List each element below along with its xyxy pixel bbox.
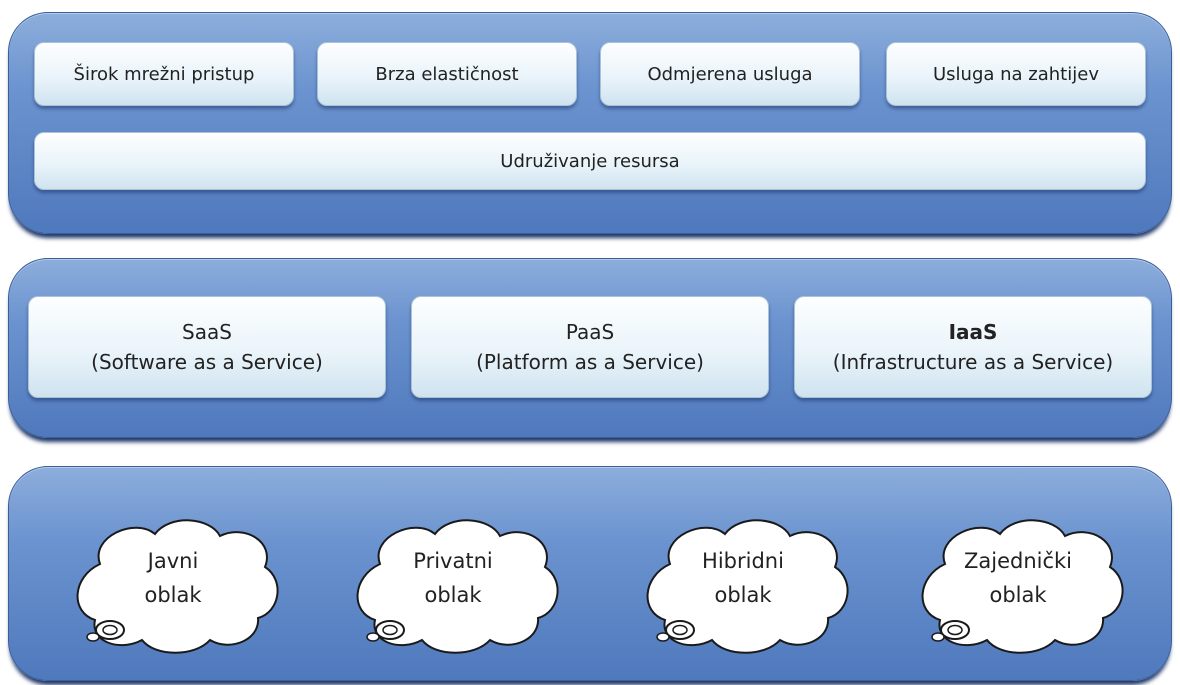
characteristic-on-demand-service: Usluga na zahtijev: [886, 42, 1146, 106]
cloud-label-line2: oblak: [424, 583, 482, 607]
service-model-paas: PaaS (Platform as a Service): [411, 296, 769, 398]
cloud-label: Hibridni oblak: [668, 544, 818, 612]
characteristic-measured-service: Odmjerena usluga: [600, 42, 860, 106]
cloud-label-line1: Hibridni: [702, 549, 784, 573]
resource-pooling-label: Udruživanje resursa: [500, 150, 680, 172]
deployment-model-private: Privatni oblak: [340, 512, 570, 662]
cloud-label: Javni oblak: [98, 544, 248, 612]
cloud-label: Zajednički oblak: [943, 544, 1093, 612]
service-model-name: SaaS: [182, 320, 232, 344]
characteristic-rapid-elasticity: Brza elastičnost: [317, 42, 577, 106]
service-model-iaas: IaaS (Infrastructure as a Service): [794, 296, 1152, 398]
characteristic-label: Odmjerena usluga: [647, 63, 813, 85]
cloud-label-line1: Privatni: [413, 549, 493, 573]
cloud-icon: [76, 519, 279, 654]
resource-pooling-bar: Udruživanje resursa: [34, 132, 1146, 190]
service-model-fullname: (Platform as a Service): [476, 350, 704, 374]
cloud-icon: [356, 519, 559, 654]
cloud-label-line2: oblak: [144, 583, 202, 607]
deployment-model-hybrid: Hibridni oblak: [630, 512, 860, 662]
service-model-fullname: (Infrastructure as a Service): [832, 350, 1114, 374]
service-model-fullname: (Software as a Service): [91, 350, 323, 374]
cloud-label-line2: oblak: [989, 583, 1047, 607]
service-model-name: IaaS: [948, 320, 998, 344]
deployment-model-community: Zajednički oblak: [905, 512, 1135, 662]
cloud-label-line1: Zajednički: [963, 549, 1073, 573]
cloud-label-line1: Javni: [147, 549, 199, 573]
service-model-saas: SaaS (Software as a Service): [28, 296, 386, 398]
cloud-icon: [646, 519, 849, 654]
service-model-name: PaaS: [565, 320, 615, 344]
characteristic-label: Širok mrežni pristup: [73, 63, 255, 85]
deployment-model-public: Javni oblak: [60, 512, 290, 662]
cloud-label: Privatni oblak: [378, 544, 528, 612]
characteristic-broad-network-access: Širok mrežni pristup: [34, 42, 294, 106]
characteristic-label: Brza elastičnost: [375, 63, 519, 85]
characteristic-label: Usluga na zahtijev: [933, 63, 1099, 85]
cloud-icon: [921, 519, 1124, 654]
cloud-label-line2: oblak: [714, 583, 772, 607]
